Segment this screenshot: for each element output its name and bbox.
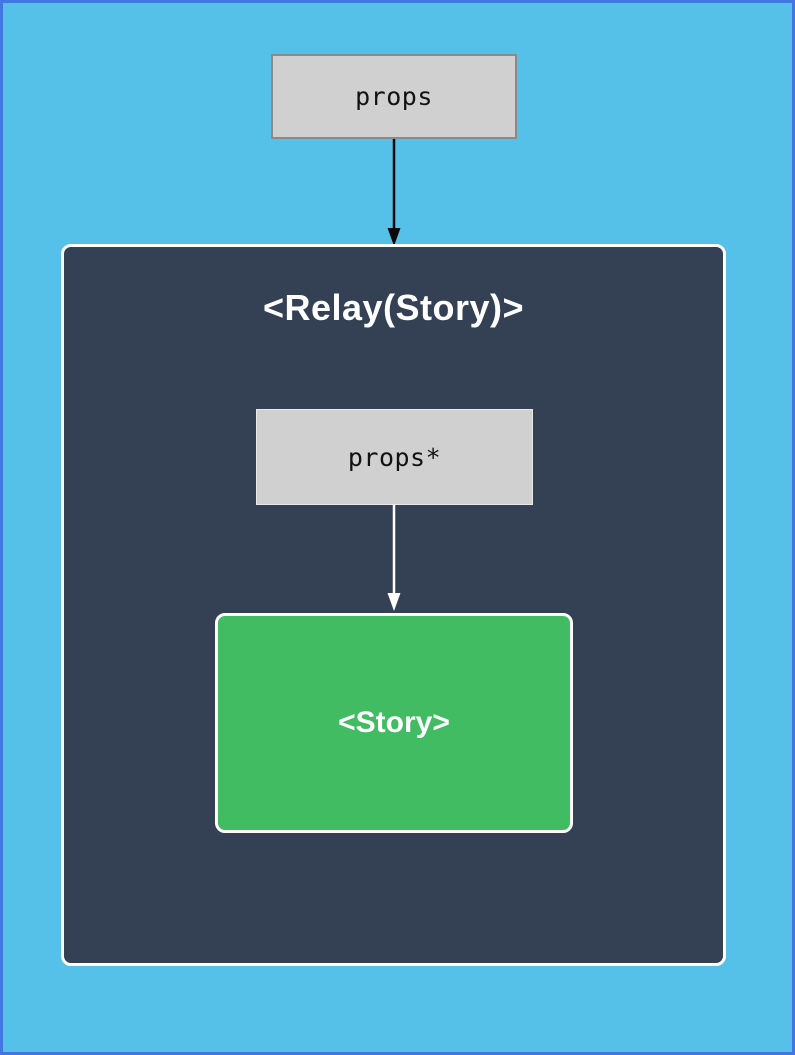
props-label: props: [355, 82, 433, 111]
story-box: <Story>: [215, 613, 573, 833]
props-star-box: props*: [256, 409, 533, 505]
arrow-down-icon: [387, 505, 401, 611]
props-box: props: [271, 54, 517, 139]
story-label: <Story>: [338, 706, 450, 739]
props-star-label: props*: [347, 442, 442, 472]
relay-container: <Relay(Story)> props* <Story>: [61, 244, 726, 966]
relay-title: <Relay(Story)>: [262, 287, 525, 328]
arrow-down-icon: [387, 139, 401, 246]
